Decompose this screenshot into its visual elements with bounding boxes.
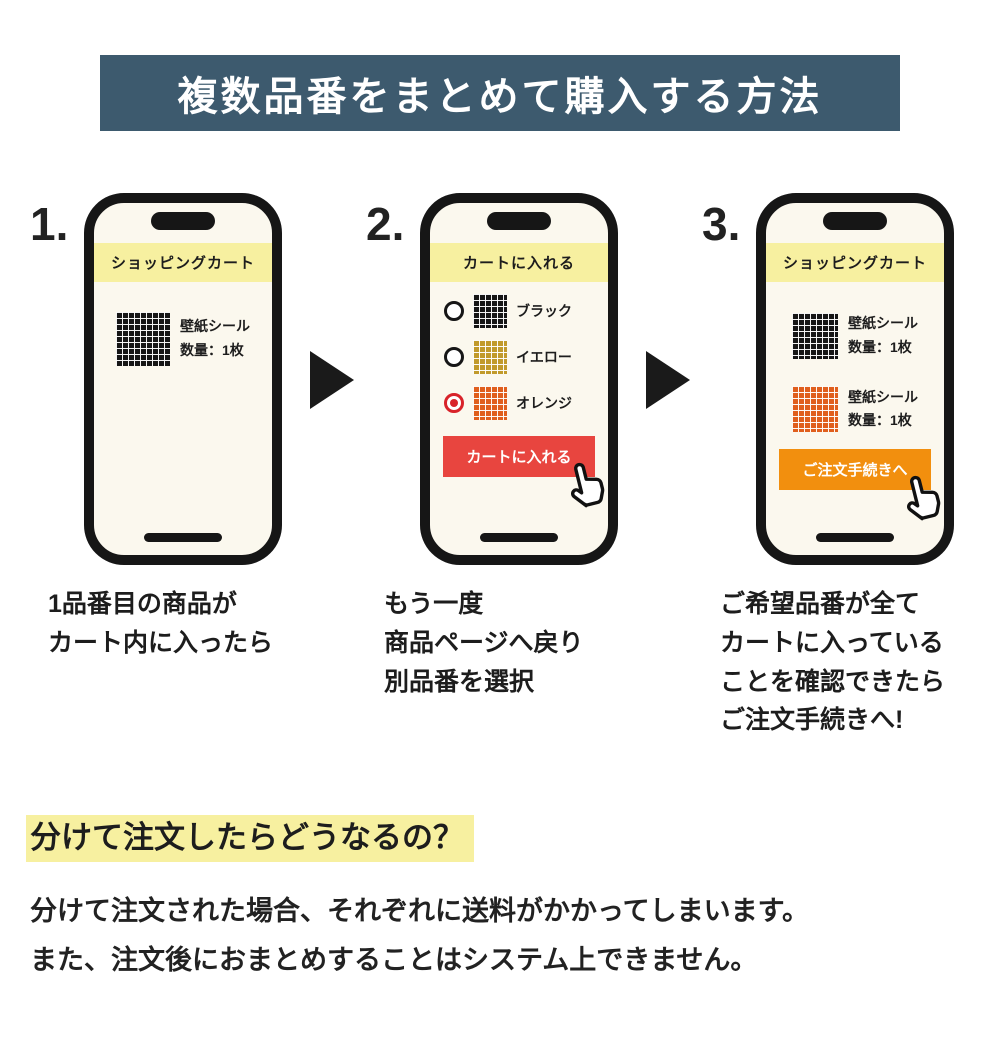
checkout-button[interactable]: ご注文手続きへ [779, 449, 931, 491]
item-qty: 数量：1枚 [848, 338, 912, 355]
item-name: 壁紙シール [180, 318, 250, 335]
answer-text: 分けて注文された場合、それぞれに送料がかかってしまいます。 また、注文後におまと… [30, 896, 809, 975]
step-1: 1. ショッピングカート 壁紙シール 数量：1枚 1品番目の商品が カート内に入… [28, 193, 300, 663]
step-1-caption: 1品番目の商品が カート内に入ったら [48, 590, 274, 657]
cart-item: 壁紙シール 数量：1枚 [766, 386, 944, 434]
radio-unselected-icon[interactable] [444, 301, 464, 321]
radio-selected-icon[interactable] [444, 393, 464, 413]
phone-notch [487, 212, 551, 230]
phone-2-header: カートに入れる [430, 243, 608, 282]
option-label: イエロー [516, 349, 572, 365]
cart-item: 壁紙シール 数量：1枚 [766, 312, 944, 360]
phone-notch [151, 212, 215, 230]
black-swatch [116, 312, 170, 366]
phone-3: ショッピングカート 壁紙シール 数量：1枚 壁紙シール 数量：1枚 ご注文手続き… [756, 193, 954, 565]
orange-swatch [473, 386, 507, 420]
step-3-number: 3. [702, 198, 741, 250]
item-name: 壁紙シール [848, 388, 918, 405]
home-indicator [144, 533, 222, 542]
step-3: 3. ショッピングカート 壁紙シール 数量：1枚 壁紙シール 数量：1枚 ご注文… [700, 193, 972, 740]
phone-3-header: ショッピングカート [766, 243, 944, 282]
hand-cursor-icon [570, 462, 605, 508]
item-qty: 数量：1枚 [180, 342, 244, 358]
step-1-number: 1. [30, 198, 69, 250]
arrow-right-icon [646, 351, 690, 409]
phone-1: ショッピングカート 壁紙シール 数量：1枚 [84, 193, 282, 565]
option-black[interactable]: ブラック [444, 294, 608, 328]
option-yellow[interactable]: イエロー [444, 340, 608, 374]
orange-swatch [792, 386, 838, 433]
page-title: 複数品番をまとめて購入する方法 [177, 75, 823, 119]
black-swatch [792, 312, 838, 359]
step-2-caption: もう一度 商品ページへ戻り 別品番を選択 [384, 590, 584, 696]
step-2: 2. カートに入れる ブラック イエロー オレンジ [364, 193, 636, 701]
arrow-right-icon [310, 351, 354, 409]
option-orange[interactable]: オレンジ [444, 386, 608, 420]
add-to-cart-button[interactable]: カートに入れる [443, 436, 595, 477]
home-indicator [816, 533, 894, 542]
item-name: 壁紙シール [848, 315, 918, 331]
step-2-number: 2. [366, 198, 405, 250]
phone-notch [823, 212, 887, 230]
option-label: ブラック [516, 303, 572, 319]
title-banner: 複数品番をまとめて購入する方法 [100, 55, 900, 131]
phone-2: カートに入れる ブラック イエロー オレンジ [420, 193, 618, 565]
question-heading-row: 分けて注文したらどうなるの？ [26, 812, 1000, 862]
phone-1-header: ショッピングカート [94, 243, 272, 282]
radio-unselected-icon[interactable] [444, 347, 464, 367]
cart-item: 壁紙シール 数量：1枚 [94, 312, 272, 366]
yellow-swatch [473, 340, 507, 374]
hand-cursor-icon [906, 476, 941, 521]
color-options: ブラック イエロー オレンジ [444, 294, 608, 420]
steps-row: 1. ショッピングカート 壁紙シール 数量：1枚 1品番目の商品が カート内に入… [0, 193, 1000, 740]
black-swatch [473, 294, 507, 328]
question-heading: 分けて注文したらどうなるの？ [26, 815, 474, 862]
home-indicator [480, 533, 558, 542]
option-label: オレンジ [516, 395, 572, 411]
step-3-caption: ご希望品番が全て カートに入っている ことを確認できたら ご注文手続きへ! [720, 590, 946, 735]
item-qty: 数量：1枚 [848, 412, 912, 429]
